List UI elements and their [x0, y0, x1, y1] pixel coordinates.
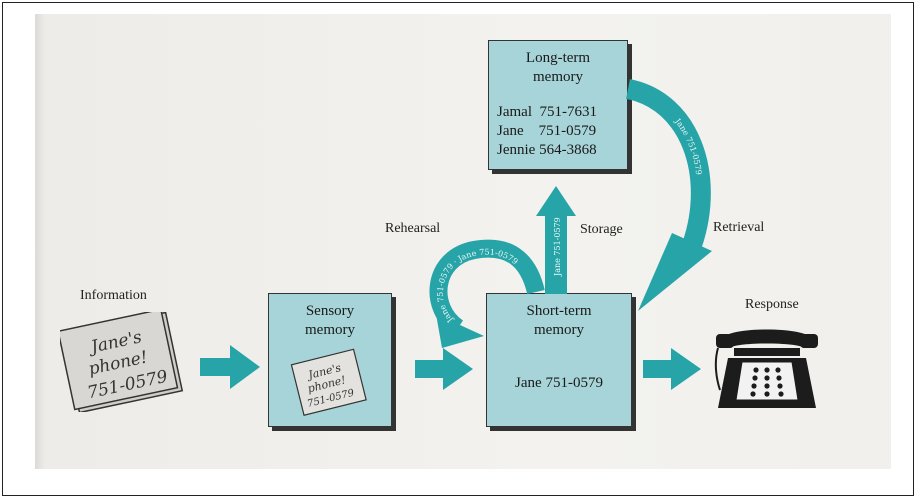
retrieval-arrow: Jane 751-0579	[620, 75, 730, 325]
long-term-entry: Jamal 751-7631	[497, 104, 597, 120]
input-arrow	[200, 345, 262, 389]
sensory-memory-title: Sensory memory	[305, 303, 355, 338]
storage-label: Storage	[580, 222, 623, 237]
sensory-note-icon: Jane's phone! 751-0579	[287, 348, 373, 418]
information-note-icon: Jane's phone! 751-0579	[60, 312, 190, 412]
long-term-memory-title: Long-term memory	[525, 50, 591, 85]
long-term-memory-box: Long-term memory Jamal 751-7631 Jane 751…	[488, 40, 628, 170]
long-term-entry: Jennie 564-3868	[497, 142, 597, 158]
response-label: Response	[745, 297, 799, 312]
storage-arrow-text: Jane 751-0579	[553, 217, 562, 277]
output-arrow	[643, 348, 703, 390]
telephone-icon	[712, 318, 822, 414]
storage-arrow: Jane 751-0579	[536, 186, 576, 294]
information-label: Information	[80, 288, 147, 303]
short-term-memory-box: Short-term memory Jane 751-0579	[486, 293, 632, 427]
retrieval-label: Retrieval	[713, 220, 765, 235]
sensory-to-short-term-arrow	[415, 348, 475, 390]
rehearsal-arrow: Jane 751-0579 · Jane 751-0579	[418, 228, 548, 348]
rehearsal-label: Rehearsal	[385, 221, 441, 236]
short-term-memory-content: Jane 751-0579	[515, 375, 603, 391]
long-term-entry: Jane 751-0579	[497, 123, 597, 139]
short-term-memory-title: Short-term memory	[526, 303, 592, 338]
sensory-memory-box: Sensory memory Jane's phone! 751-0579	[268, 293, 392, 427]
